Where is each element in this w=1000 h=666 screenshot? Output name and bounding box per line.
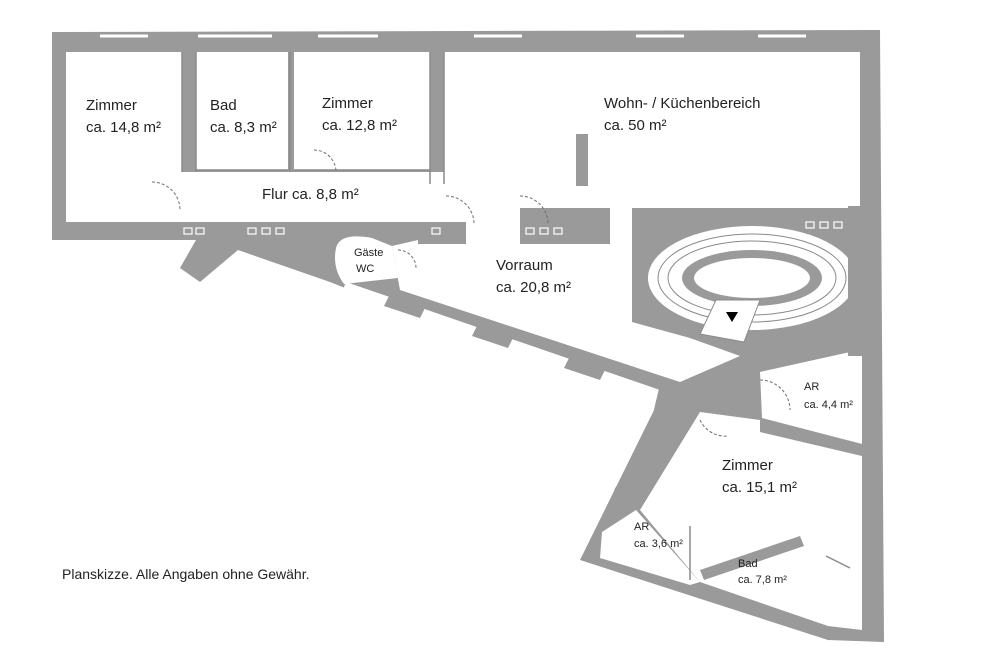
label-zimmer-1-area: ca. 14,8 m² [86,119,161,136]
label-wohn-name: Wohn- / Küchenbereich [604,95,760,112]
label-zimmer-2-area: ca. 12,8 m² [322,117,397,134]
label-bad-1-name: Bad [210,97,237,114]
label-ar-1-name: AR [804,381,819,393]
label-vorraum-name: Vorraum [496,257,553,274]
window-piers [384,290,698,500]
label-vorraum-area: ca. 20,8 m² [496,279,571,296]
room-ar-2 [600,510,700,585]
label-zimmer-3-area: ca. 15,1 m² [722,479,797,496]
label-bad-2-name: Bad [738,558,758,570]
label-ar-2-area: ca. 3,6 m² [634,538,683,550]
label-gaeste-name: Gäste [354,247,383,259]
label-zimmer-1-name: Zimmer [86,97,137,114]
label-ar-1-area: ca. 4,4 m² [804,399,853,411]
room-vorraum [392,210,740,382]
wall-segments [418,206,862,580]
label-bad-1-area: ca. 8,3 m² [210,119,277,136]
label-wohn-area: ca. 50 m² [604,117,667,134]
wall-markers [183,221,843,235]
label-zimmer-2-name: Zimmer [322,95,373,112]
label-gaeste-area: WC [356,263,374,275]
room-flur [66,172,446,222]
label-bad-2-area: ca. 7,8 m² [738,574,787,586]
room-zimmer-3 [640,412,862,630]
doors [151,149,791,437]
stair-arrow-icon [726,312,738,322]
staircase [636,216,868,343]
label-ar-2-name: AR [634,521,649,533]
kitchen-partition [576,134,588,186]
room-bad-1 [196,52,288,170]
label-flur: Flur ca. 8,8 m² [262,186,359,203]
lower-partitions [689,526,851,580]
room-gaeste-wc [335,236,398,284]
partitions [181,52,445,184]
room-ar-1 [760,352,862,444]
label-zimmer-3-name: Zimmer [722,457,773,474]
footnote: Planskizze. Alle Angaben ohne Gewähr. [62,566,310,582]
room-wohn [444,52,860,210]
